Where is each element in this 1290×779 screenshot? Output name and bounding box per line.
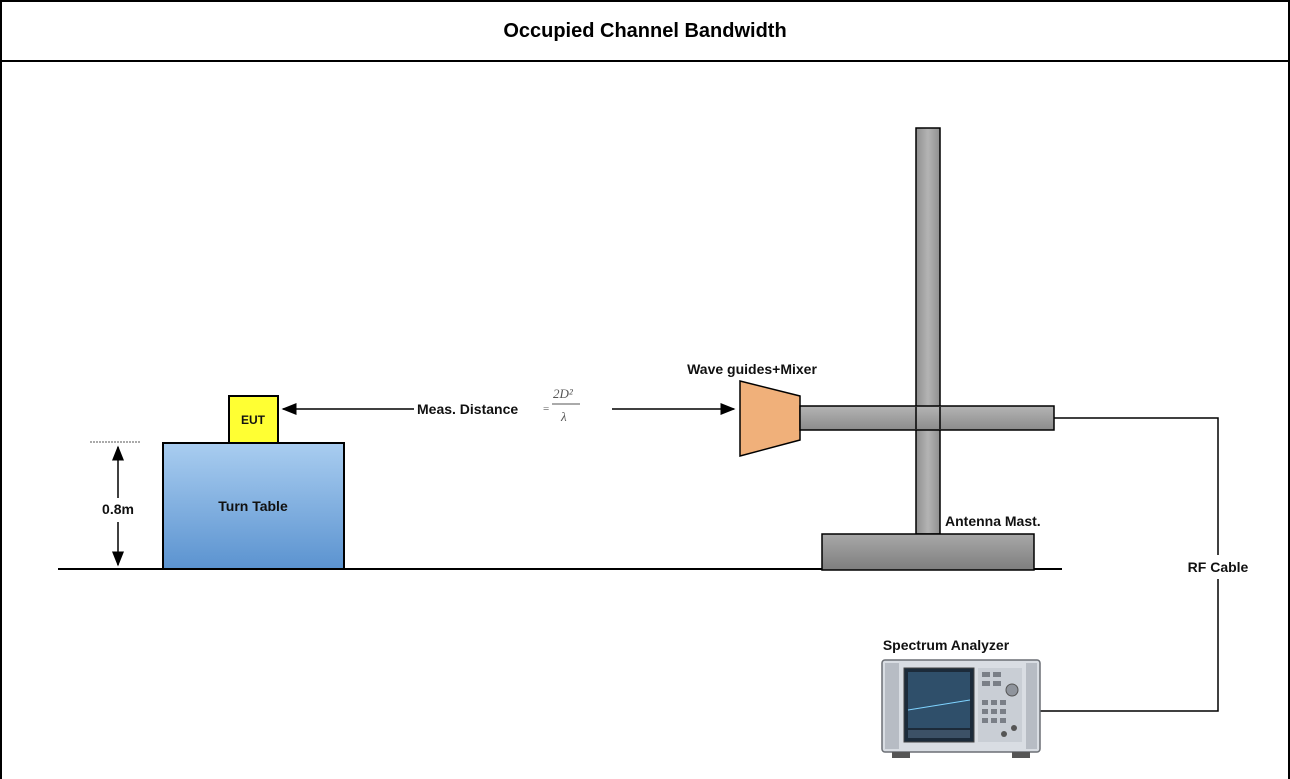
formula-equals: = <box>543 403 549 415</box>
meas-distance-label: Meas. Distance <box>417 401 518 417</box>
height-label: 0.8m <box>102 501 134 517</box>
wave-guides-label: Wave guides+Mixer <box>687 361 817 377</box>
eut-box <box>228 395 279 444</box>
antenna-mast-label: Antenna Mast. <box>945 513 1041 529</box>
rf-cable-label: RF Cable <box>1188 559 1249 575</box>
spectrum-analyzer-label: Spectrum Analyzer <box>883 637 1010 653</box>
turn-table <box>162 442 345 570</box>
formula-numerator: 2D² <box>553 386 574 401</box>
eut-label: EUT <box>241 413 266 427</box>
wave-guide-horn <box>739 380 801 457</box>
antenna-mast-base <box>821 533 1035 571</box>
antenna-boom <box>799 405 1055 431</box>
title-row: Occupied Channel Bandwidth <box>2 2 1288 62</box>
antenna-mast-vertical <box>915 127 941 535</box>
spectrum-analyzer <box>881 659 1041 758</box>
formula-denominator: λ <box>560 409 567 424</box>
diagram-title: Occupied Channel Bandwidth <box>503 19 787 42</box>
turn-table-label: Turn Table <box>218 498 288 514</box>
